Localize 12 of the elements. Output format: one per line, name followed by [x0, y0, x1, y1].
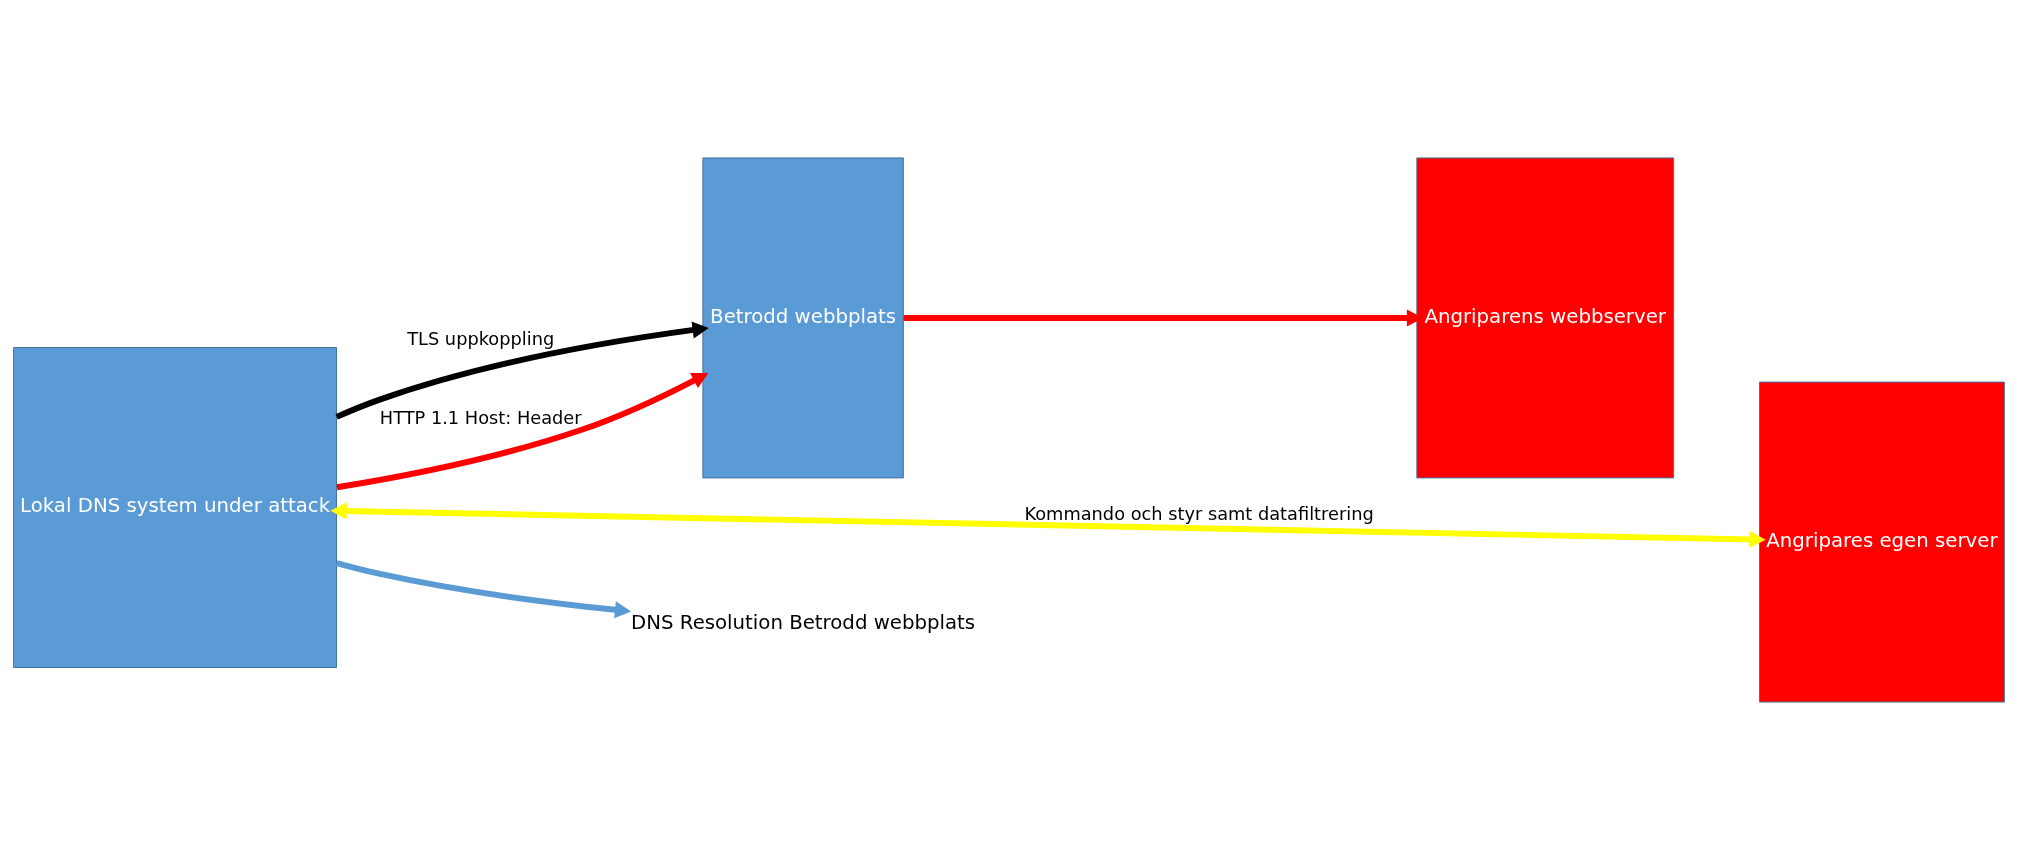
node-box: Lokal DNS system under attack: [13, 346, 338, 668]
arrow: [335, 559, 632, 618]
arrow: [335, 321, 709, 420]
edge-label: TLS uppkoppling: [407, 328, 555, 349]
node-text: DNS Resolution Betrodd webbplats: [631, 610, 976, 634]
node-box: Angripares egen server: [1759, 381, 2005, 703]
node-box: Betrodd webbplats: [702, 156, 904, 478]
edge-label: Kommando och styr samt datafiltrering: [1024, 503, 1374, 524]
arrow: [330, 501, 1766, 548]
arrow: [336, 372, 709, 490]
node-box: Angriparens webbserver: [1416, 156, 1675, 478]
edge-label: HTTP 1.1 Host: Header: [379, 407, 582, 428]
